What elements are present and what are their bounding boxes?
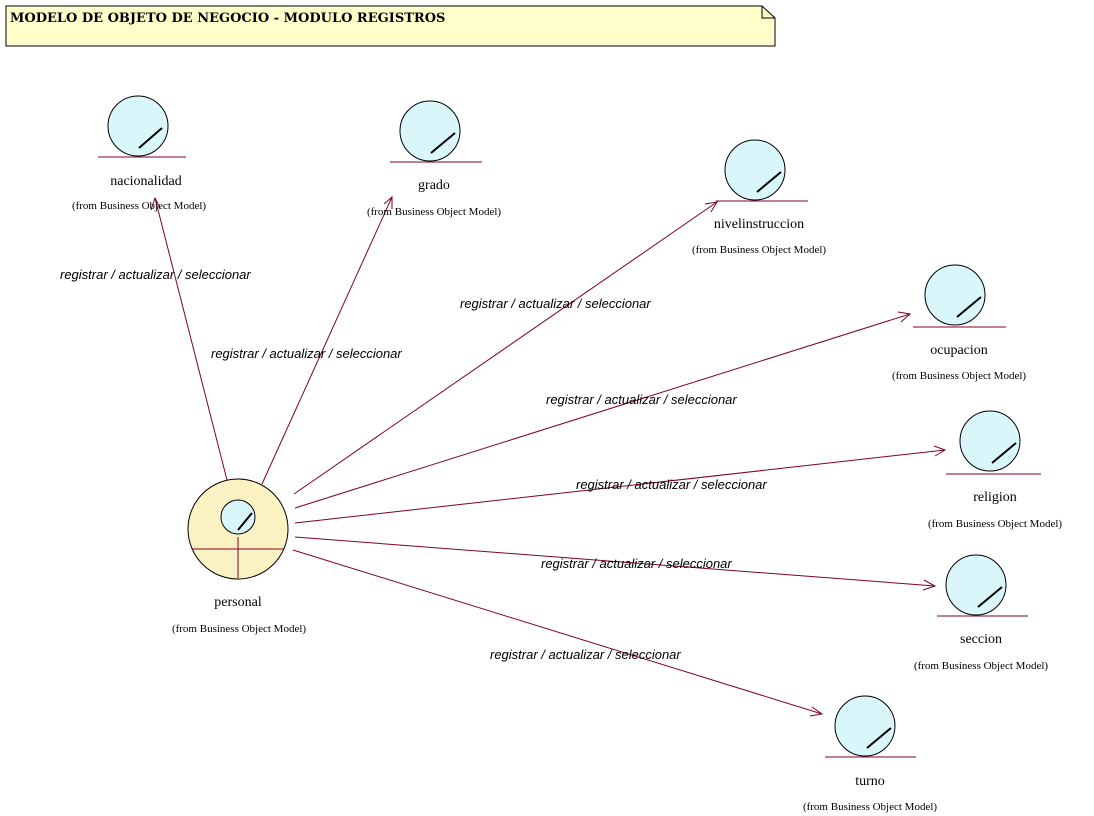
association-label-turno: registrar / actualizar / seleccionar [490,647,681,662]
entity-name: nacionalidad [110,174,182,189]
arrow-head-ocupacion [897,311,912,323]
association-label-nivelinstruccion: registrar / actualizar / seleccionar [460,296,651,311]
business-entity-icon [946,410,1041,475]
business-entity-icon [716,139,808,202]
entity-origin: (from Business Object Model) [803,801,937,813]
association-labels: registrar / actualizar / seleccionar reg… [60,267,767,662]
association-label-nacionalidad: registrar / actualizar / seleccionar [60,267,251,282]
association-label-ocupacion: registrar / actualizar / seleccionar [546,392,737,407]
entity-origin: (from Business Object Model) [914,660,1048,672]
entity-personal[interactable]: personal (from Business Object Model) [172,478,306,635]
entity-name: grado [418,178,450,193]
entity-grado[interactable]: grado (from Business Object Model) [367,100,501,218]
entity-origin: (from Business Object Model) [692,244,826,256]
entity-turno[interactable]: turno (from Business Object Model) [803,695,937,813]
entity-origin: (from Business Object Model) [72,200,206,212]
association-lines [150,195,947,717]
diagram-title: MODELO DE OBJETO DE NEGOCIO - MODULO REG… [10,11,445,26]
association-line-turno[interactable] [292,549,823,715]
association-label-grado: registrar / actualizar / seleccionar [211,346,402,361]
arrow-head-grado [383,195,393,209]
association-line-nivelinstruccion[interactable] [293,201,718,495]
entity-origin: (from Business Object Model) [892,370,1026,382]
entity-name: nivelinstruccion [714,217,804,232]
entity-name: religion [973,490,1017,505]
business-entity-icon [937,554,1028,617]
business-worker-icon [187,478,289,580]
entity-name: turno [855,774,885,789]
association-line-grado[interactable] [261,196,393,485]
arrow-head-nivelinstruccion [704,201,718,213]
association-label-religion: registrar / actualizar / seleccionar [576,477,767,492]
arrow-head-nacionalidad [150,196,161,211]
entity-origin: (from Business Object Model) [928,518,1062,530]
entity-name: ocupacion [930,343,988,358]
business-entity-icon [825,695,916,758]
arrow-head-seccion [922,579,937,591]
arrow-head-turno [809,706,824,717]
association-line-ocupacion[interactable] [294,313,911,509]
entity-seccion[interactable]: seccion (from Business Object Model) [914,554,1048,672]
business-entity-icon [98,95,186,158]
business-entity-icon [390,100,482,163]
entity-religion[interactable]: religion (from Business Object Model) [928,410,1062,530]
association-line-nacionalidad[interactable] [154,197,229,485]
entity-origin: (from Business Object Model) [367,206,501,218]
arrow-head-religion [933,445,947,457]
association-line-religion[interactable] [294,449,946,524]
entity-nivelinstruccion[interactable]: nivelinstruccion (from Business Object M… [692,139,826,256]
title-note[interactable]: MODELO DE OBJETO DE NEGOCIO - MODULO REG… [5,5,776,47]
entity-ocupacion[interactable]: ocupacion (from Business Object Model) [892,264,1026,382]
association-label-seccion: registrar / actualizar / seleccionar [541,556,732,571]
entity-origin: (from Business Object Model) [172,623,306,635]
business-entity-icon [913,264,1006,328]
entity-nacionalidad[interactable]: nacionalidad (from Business Object Model… [72,95,206,212]
entity-name: personal [214,595,262,610]
entity-name: seccion [960,632,1002,647]
association-line-seccion[interactable] [294,536,936,587]
